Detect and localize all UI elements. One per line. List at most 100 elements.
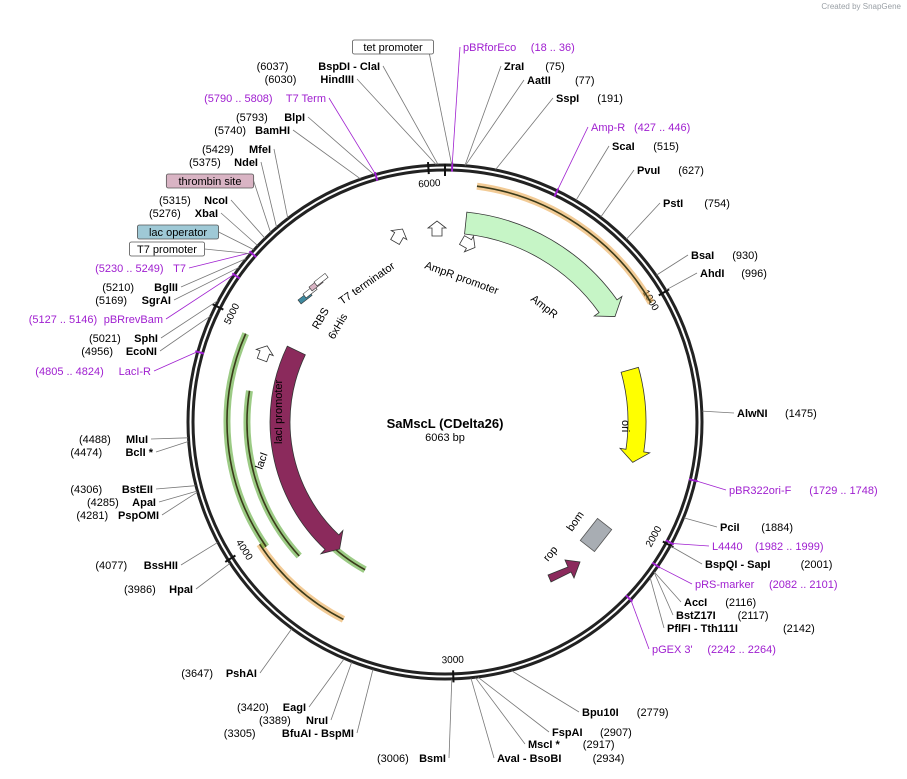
enzyme-site-bsai[interactable]: BsaI(930)	[691, 250, 758, 262]
enzyme-site-bstz17i[interactable]: BstZ17I(2117)	[676, 610, 769, 622]
enzyme-name: NruI	[306, 715, 328, 727]
enzyme-site-blpi[interactable]: BlpI(5793)	[236, 112, 305, 124]
primer-range: (427 .. 446)	[634, 122, 690, 134]
leader-line	[683, 517, 718, 528]
feature-ampr-promoter-hatch[interactable]	[458, 232, 480, 255]
enzyme-site-zrai[interactable]: ZraI(75)	[504, 61, 565, 73]
enzyme-site-bsshii[interactable]: BssHII(4077)	[95, 560, 178, 572]
primer-pbrrevbam[interactable]: pBRrevBam (5127 .. 5146)	[29, 314, 163, 326]
feature-bom[interactable]	[579, 517, 613, 553]
leader-line	[273, 148, 289, 219]
enzyme-site-bsmi[interactable]: BsmI(3006)	[377, 753, 446, 765]
leader-line	[188, 252, 252, 269]
enzyme-site-apai[interactable]: ApaI(4285)	[87, 497, 156, 509]
enzyme-site-mlui[interactable]: MluI(4488)	[79, 434, 148, 446]
enzyme-site-pshai[interactable]: PshAI(3647)	[181, 668, 257, 680]
enzyme-site-eagi[interactable]: EagI(3420)	[237, 702, 306, 714]
enzyme-site-pflfi-tth111i[interactable]: PflFI - Tth111I(2142)	[667, 623, 815, 635]
primer-name: pBRrevBam	[104, 314, 163, 326]
enzyme-site-hindiii[interactable]: HindIII(6030)	[265, 74, 354, 86]
enzyme-site-bpu10i[interactable]: Bpu10I(2779)	[582, 707, 669, 719]
enzyme-site-ncoi[interactable]: NcoI(5315)	[159, 195, 228, 207]
primer-pbrforeco[interactable]: pBRforEco(18 .. 36)	[463, 42, 575, 54]
enzyme-site-sgrai[interactable]: SgrAI(5169)	[95, 295, 171, 307]
feature-rop[interactable]	[547, 559, 581, 583]
feature-ori[interactable]	[618, 366, 651, 463]
primer-amp-r[interactable]: Amp-R(427 .. 446)	[591, 122, 690, 134]
enzyme-site-pvui[interactable]: PvuI(627)	[637, 165, 704, 177]
feature-ampr[interactable]	[464, 211, 623, 317]
feature-laci-promoter-arrow[interactable]	[254, 343, 276, 363]
feature-tag-thrombin-site[interactable]: thrombin site	[165, 173, 255, 189]
primer-pgex-3[interactable]: pGEX 3'(2242 .. 2264)	[652, 644, 776, 656]
enzyme-site-msci[interactable]: MscI *(2917)	[528, 739, 615, 751]
leader-line	[475, 677, 526, 745]
feature-tag-t7-promoter[interactable]: T7 promoter	[129, 241, 205, 257]
leader-line	[557, 126, 589, 191]
leader-line	[173, 266, 240, 301]
primer-prs-marker[interactable]: pRS-marker(2082 .. 2101)	[695, 579, 838, 591]
enzyme-name: ScaI	[612, 141, 635, 153]
enzyme-site-bsteii[interactable]: BstEII(4306)	[70, 484, 153, 496]
enzyme-site-bcli[interactable]: BclI *(4474)	[70, 447, 153, 459]
feature-mcs-block[interactable]	[313, 272, 329, 287]
primer-range: (5127 .. 5146)	[29, 314, 98, 326]
enzyme-name: BsaI	[691, 250, 714, 262]
leader-line	[495, 97, 554, 170]
feature-t7-terminator-arrow[interactable]	[387, 225, 410, 247]
enzyme-site-psti[interactable]: PstI(754)	[663, 198, 730, 210]
enzyme-site-mfei[interactable]: MfeI(5429)	[202, 144, 271, 156]
enzyme-site-fspai[interactable]: FspAI(2907)	[552, 727, 632, 739]
enzyme-site-avai-bsobi[interactable]: AvaI - BsoBI(2934)	[497, 753, 624, 765]
enzyme-site-bamhi[interactable]: BamHI(5740)	[214, 125, 290, 137]
feature-tag-label: T7 promoter	[137, 244, 197, 256]
enzyme-site-pcii[interactable]: PciI(1884)	[720, 522, 793, 534]
enzyme-site-pspomi[interactable]: PspOMI(4281)	[76, 510, 159, 522]
enzyme-name: NdeI	[234, 157, 258, 169]
primer-range: (2082 .. 2101)	[769, 579, 838, 591]
primer-site-mark	[248, 250, 257, 258]
enzyme-site-scai[interactable]: ScaI(515)	[612, 141, 679, 153]
feature-tag-tet-promoter[interactable]: tet promoter	[351, 39, 434, 55]
enzyme-site-bspqi-sapi[interactable]: BspQI - SapI(2001)	[705, 559, 832, 571]
enzyme-site-bfuai-bspmi[interactable]: BfuAI - BspMI(3305)	[224, 728, 354, 740]
enzyme-site-sphi[interactable]: SphI(5021)	[89, 333, 158, 345]
enzyme-site-hpai[interactable]: HpaI(3986)	[124, 584, 193, 596]
enzyme-site-bglii[interactable]: BglII(5210)	[102, 282, 178, 294]
primer-t7-term[interactable]: T7 Term(5790 .. 5808)	[204, 93, 326, 105]
enzyme-name: ApaI	[132, 497, 156, 509]
orf-band-lacI-lower[interactable]	[258, 543, 344, 621]
enzyme-site-ahdi[interactable]: AhdI(996)	[700, 268, 767, 280]
enzyme-name: BstZ17I	[676, 610, 716, 622]
orf-band-amp[interactable]	[476, 185, 652, 304]
enzyme-site-ndei[interactable]: NdeI(5375)	[189, 157, 258, 169]
primer-laci-r[interactable]: LacI-R(4805 .. 4824)	[35, 366, 151, 378]
enzyme-site-aatii[interactable]: AatII(77)	[527, 75, 595, 87]
enzyme-position: (5021)	[89, 333, 121, 345]
enzyme-site-sspi[interactable]: SspI(191)	[556, 93, 623, 105]
primer-range: (18 .. 36)	[531, 42, 575, 54]
primer-l4440[interactable]: L4440(1982 .. 1999)	[712, 541, 824, 553]
orf-band-green-outer[interactable]	[226, 333, 267, 548]
enzyme-name: NcoI	[204, 195, 228, 207]
enzyme-site-xbai[interactable]: XbaI(5276)	[149, 208, 218, 220]
feature-laci[interactable]	[269, 345, 344, 555]
feature-tag-lac-operator[interactable]: lac operator	[136, 224, 219, 240]
enzyme-site-nrui[interactable]: NruI(3389)	[259, 715, 328, 727]
enzyme-site-alwni[interactable]: AlwNI(1475)	[737, 408, 817, 420]
orf-band-green-mid[interactable]	[246, 390, 300, 557]
feature-tag-label: lac operator	[149, 227, 207, 239]
feature-label-rop: rop	[541, 544, 560, 564]
enzyme-site-acci[interactable]: AccI(2116)	[684, 597, 756, 609]
enzyme-name: HindIII	[320, 74, 354, 86]
leader-line	[153, 351, 198, 372]
primer-t7[interactable]: T7(5230 .. 5249)	[95, 263, 186, 275]
enzyme-site-econi[interactable]: EcoNI(4956)	[81, 346, 157, 358]
feature-ampr-promoter-arrow[interactable]	[426, 220, 448, 237]
enzyme-site-bspdi-clai[interactable]: BspDI - ClaI(6037)	[257, 61, 380, 73]
enzyme-position: (996)	[741, 268, 767, 280]
primer-name: T7 Term	[286, 93, 326, 105]
leader-line	[159, 315, 211, 352]
primer-pbr322ori-f[interactable]: pBR322ori-F(1729 .. 1748)	[729, 485, 878, 497]
enzyme-position: (2001)	[801, 559, 833, 571]
